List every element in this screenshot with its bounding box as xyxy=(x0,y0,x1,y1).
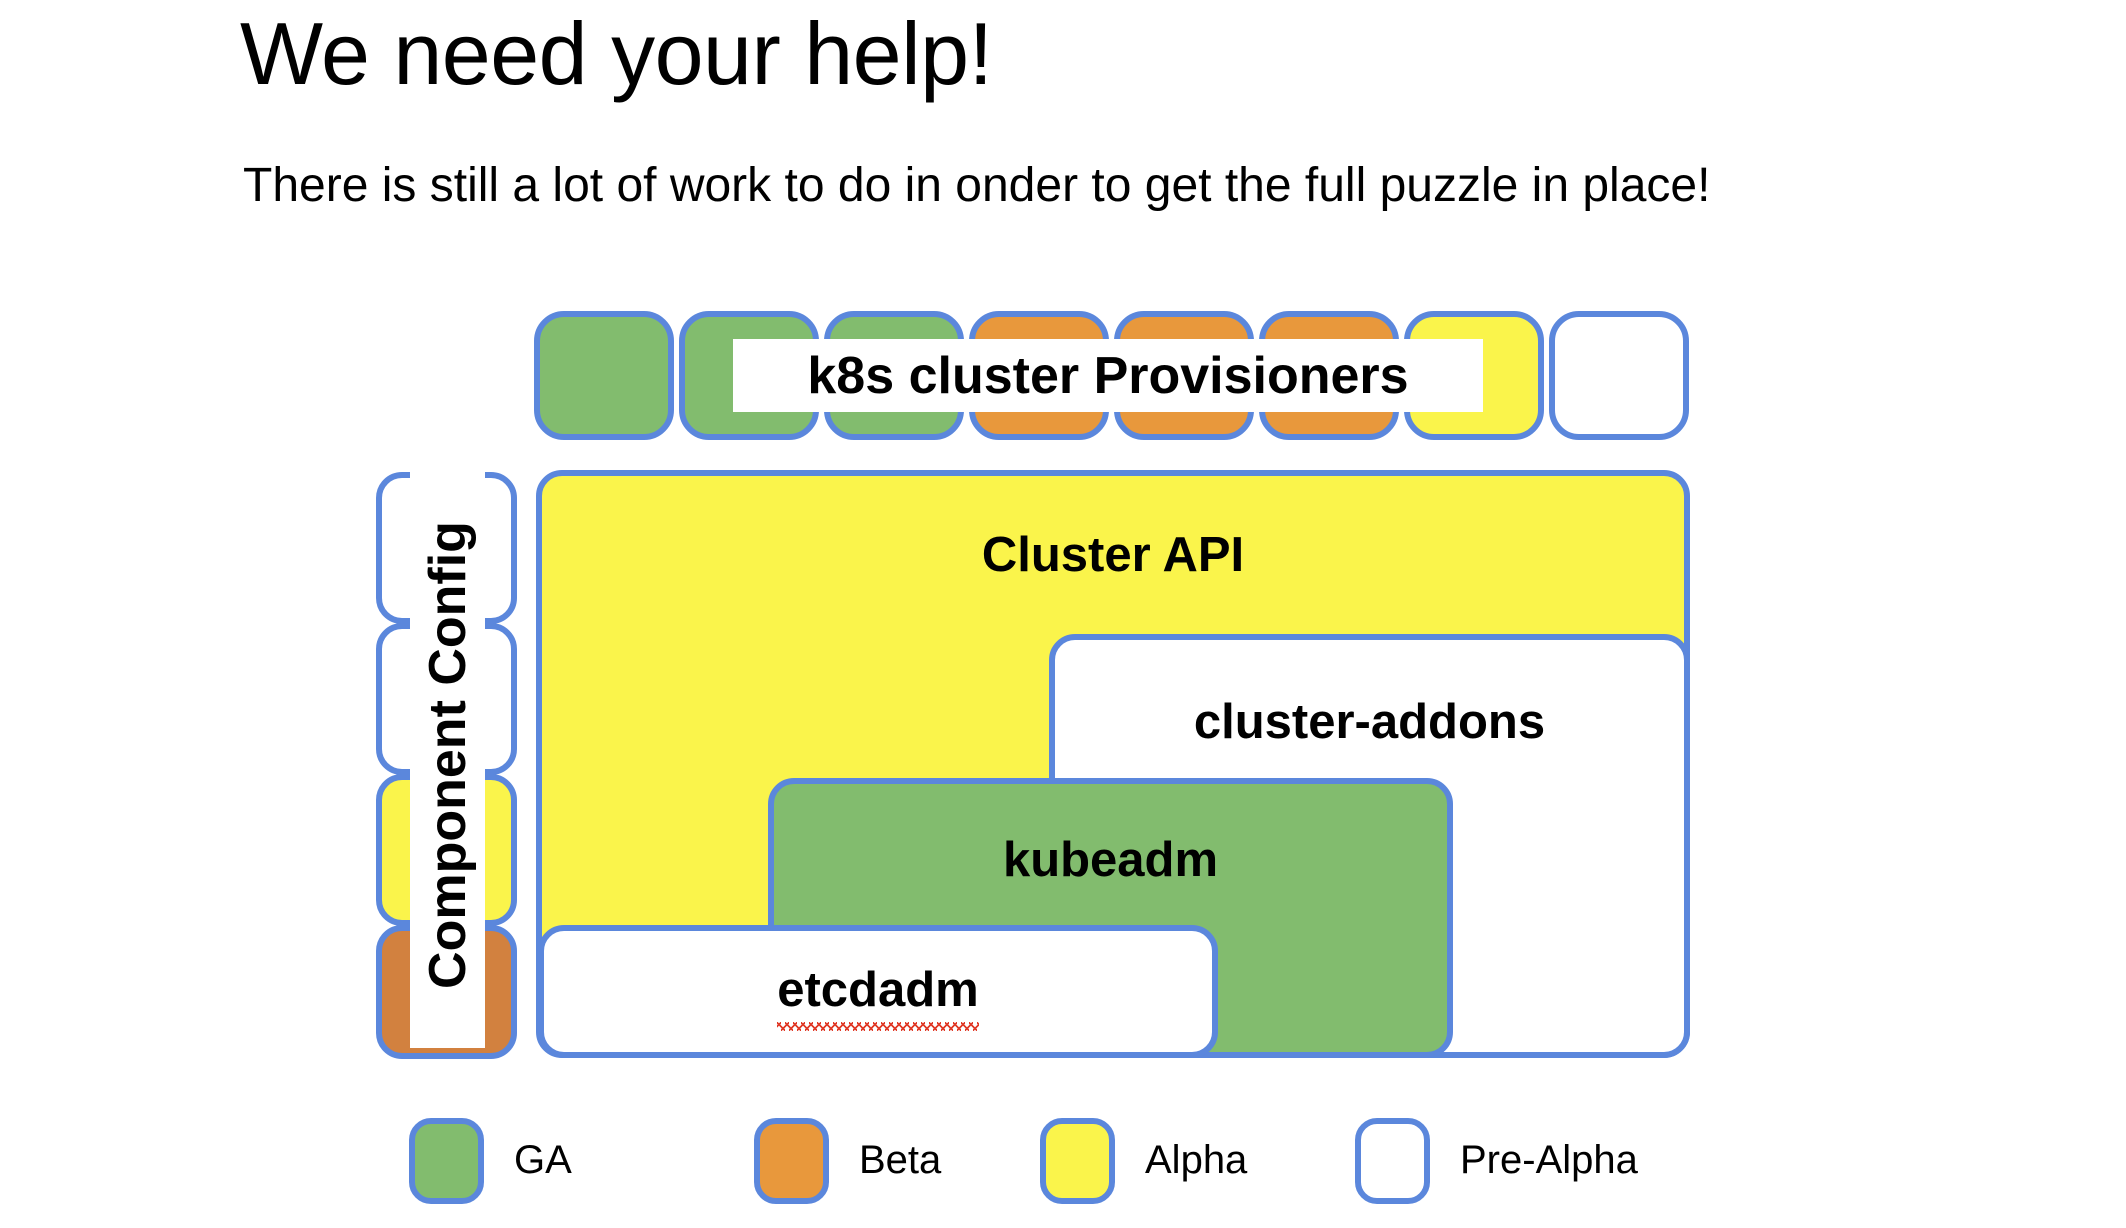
provisioner-banner-label: k8s cluster Provisioners xyxy=(807,346,1409,405)
legend-label-pre-alpha: Pre-Alpha xyxy=(1460,1138,1638,1182)
provisioner-banner: k8s cluster Provisioners xyxy=(733,339,1483,412)
legend-swatch-pre-alpha-icon xyxy=(1355,1118,1430,1204)
etcdadm-label: etcdadm xyxy=(777,963,979,1017)
legend-swatch-ga-icon xyxy=(409,1118,484,1204)
spellcheck-squiggle-icon xyxy=(777,1022,979,1031)
etcdadm-node: etcdadm xyxy=(538,925,1218,1058)
provisioner-tile-8 xyxy=(1549,311,1689,440)
etcdadm-label-wrap: etcdadm xyxy=(544,962,1212,1031)
page-subtitle: There is still a lot of work to do in on… xyxy=(243,159,1711,212)
cluster-api-label: Cluster API xyxy=(981,528,1245,582)
provisioner-tile-1 xyxy=(534,311,674,440)
legend-swatch-beta-icon xyxy=(754,1118,829,1204)
component-config-banner: Component Config xyxy=(410,462,485,1048)
legend: GA Beta Alpha Pre-Alpha xyxy=(0,1118,2126,1228)
cluster-addons-label: cluster-addons xyxy=(1193,695,1546,749)
legend-swatch-alpha-icon xyxy=(1040,1118,1115,1204)
page-title: We need your help! xyxy=(240,4,993,103)
component-config-banner-label: Component Config xyxy=(418,521,477,989)
etcdadm-label-box: etcdadm xyxy=(777,962,979,1031)
legend-label-ga: GA xyxy=(514,1138,572,1182)
kubeadm-label: kubeadm xyxy=(1002,833,1219,887)
legend-label-alpha: Alpha xyxy=(1145,1138,1248,1182)
legend-label-beta: Beta xyxy=(859,1138,942,1182)
